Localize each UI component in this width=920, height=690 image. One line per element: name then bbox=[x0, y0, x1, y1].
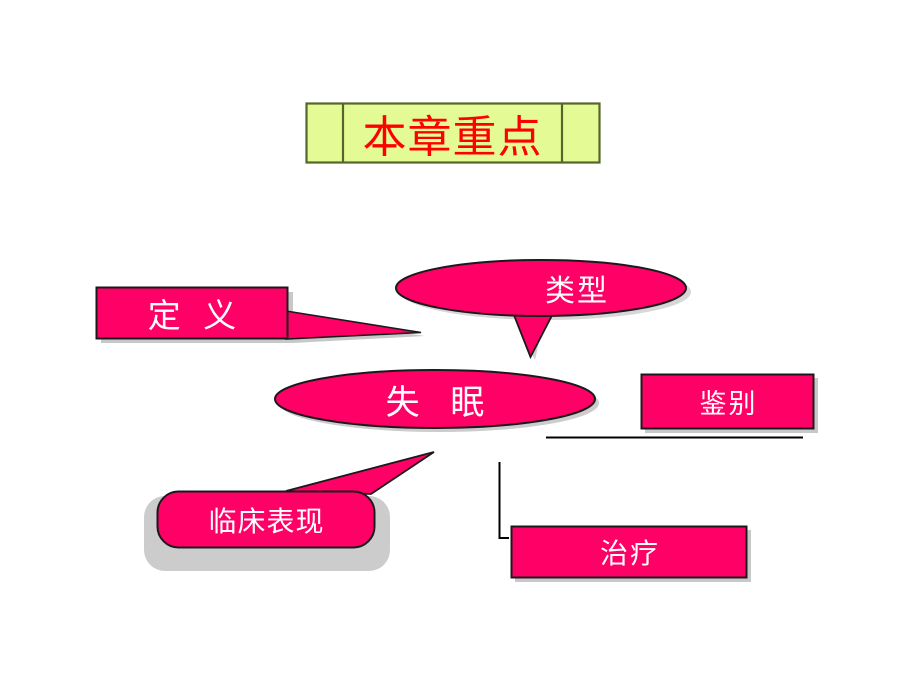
type-callout[interactable] bbox=[395, 259, 691, 360]
treatment-node-body bbox=[510, 525, 748, 579]
center-node[interactable] bbox=[274, 369, 599, 432]
clinical-callout[interactable] bbox=[144, 451, 435, 571]
clinical-callout-tail bbox=[285, 451, 435, 495]
differential-node[interactable] bbox=[640, 373, 819, 434]
treatment-node[interactable] bbox=[510, 525, 752, 583]
type-callout-body bbox=[395, 259, 687, 317]
treatment-connector-line bbox=[498, 462, 509, 539]
center-node-body bbox=[274, 369, 596, 429]
title-banner bbox=[305, 102, 601, 164]
definition-callout[interactable] bbox=[95, 286, 426, 344]
title-banner-body bbox=[305, 102, 601, 164]
definition-callout-body bbox=[95, 286, 289, 340]
differential-node-body bbox=[640, 373, 815, 430]
clinical-callout-body bbox=[156, 490, 376, 549]
